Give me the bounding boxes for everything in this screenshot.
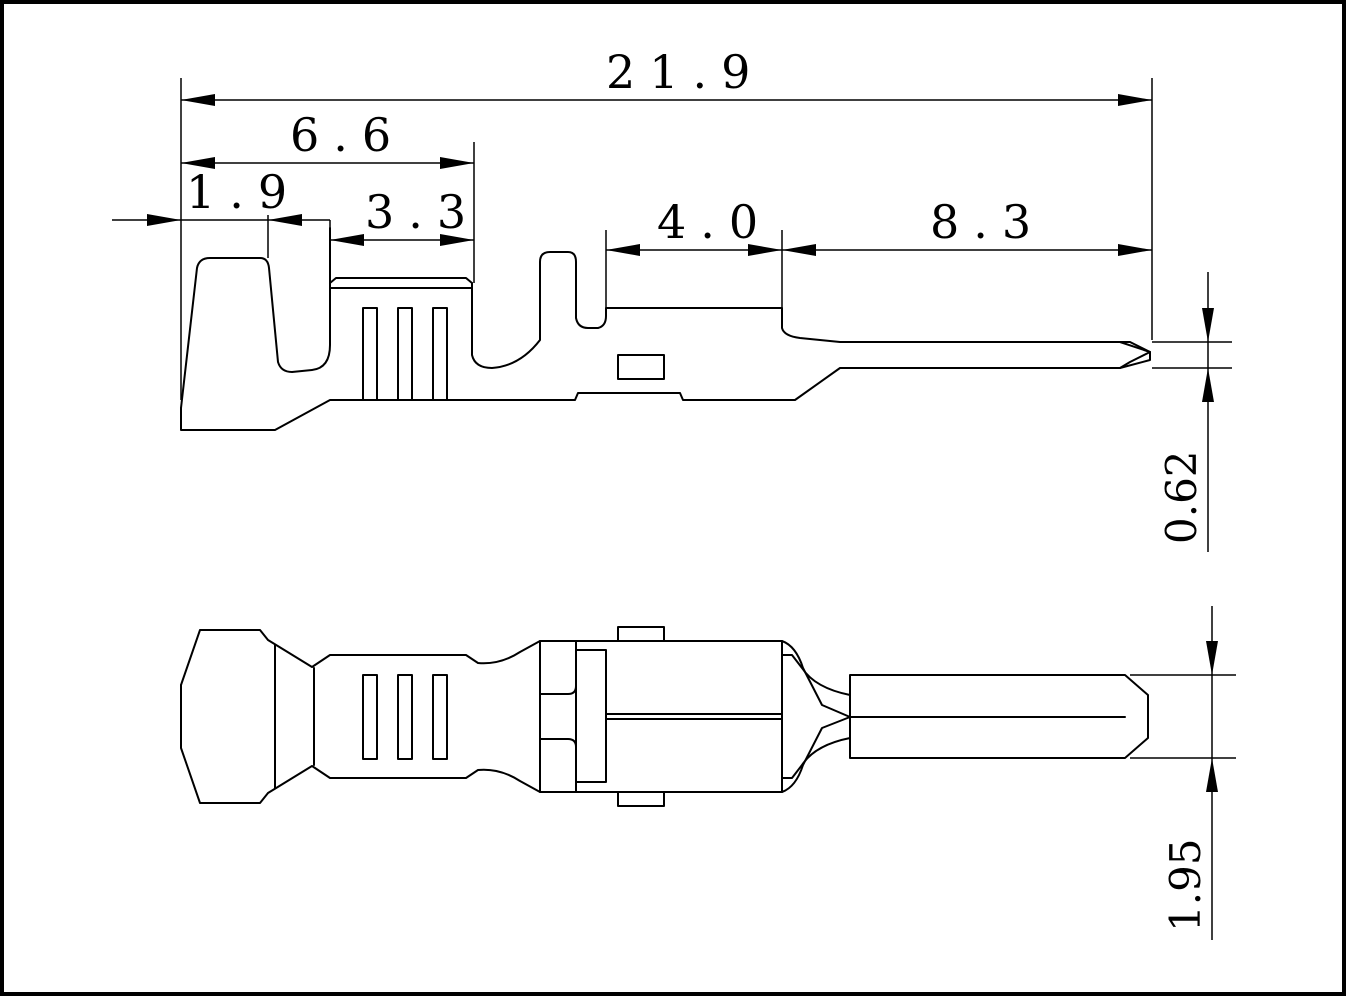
lance-tab-bottom	[617, 791, 665, 807]
dim-label-crimp-section: 6.6	[290, 108, 405, 162]
lance-window	[617, 354, 665, 380]
top-serration-slot	[432, 674, 448, 760]
lance-tab-top	[617, 626, 665, 642]
top-view	[180, 626, 1149, 807]
serration-slot	[432, 307, 448, 401]
barrel-bottom	[180, 351, 1151, 431]
dim-label-insulation-crimp: 1.9	[186, 165, 301, 219]
side-view	[180, 227, 1151, 431]
wire-crimp-right	[471, 251, 1151, 369]
serration-slot	[362, 307, 378, 401]
top-serration-slot	[397, 674, 413, 760]
wire-crimp-top	[329, 277, 473, 284]
top-insulation-wing	[180, 629, 1126, 718]
dimension-lines	[112, 78, 1236, 940]
dim-label-overall: 21.9	[606, 45, 764, 99]
dim-label-body: 4.0	[657, 195, 772, 249]
body-notch-bottom	[539, 738, 577, 793]
top-pin	[781, 654, 1149, 779]
dim-label-wire-crimp: 3.3	[365, 185, 480, 239]
dim-label-pin: 8.3	[930, 195, 1045, 249]
top-serration-slot	[362, 674, 378, 760]
pin-tip	[1119, 341, 1151, 369]
top-insulation-wing-lower	[180, 684, 851, 804]
body-notch-top	[539, 640, 577, 695]
dim-label-pin-width: 1.95	[1161, 838, 1210, 932]
dim-label-pin-thickness: 0.62	[1157, 450, 1206, 544]
insulation-crimp-wing	[180, 227, 331, 409]
serration-slot	[397, 307, 413, 401]
body-block	[575, 649, 607, 783]
